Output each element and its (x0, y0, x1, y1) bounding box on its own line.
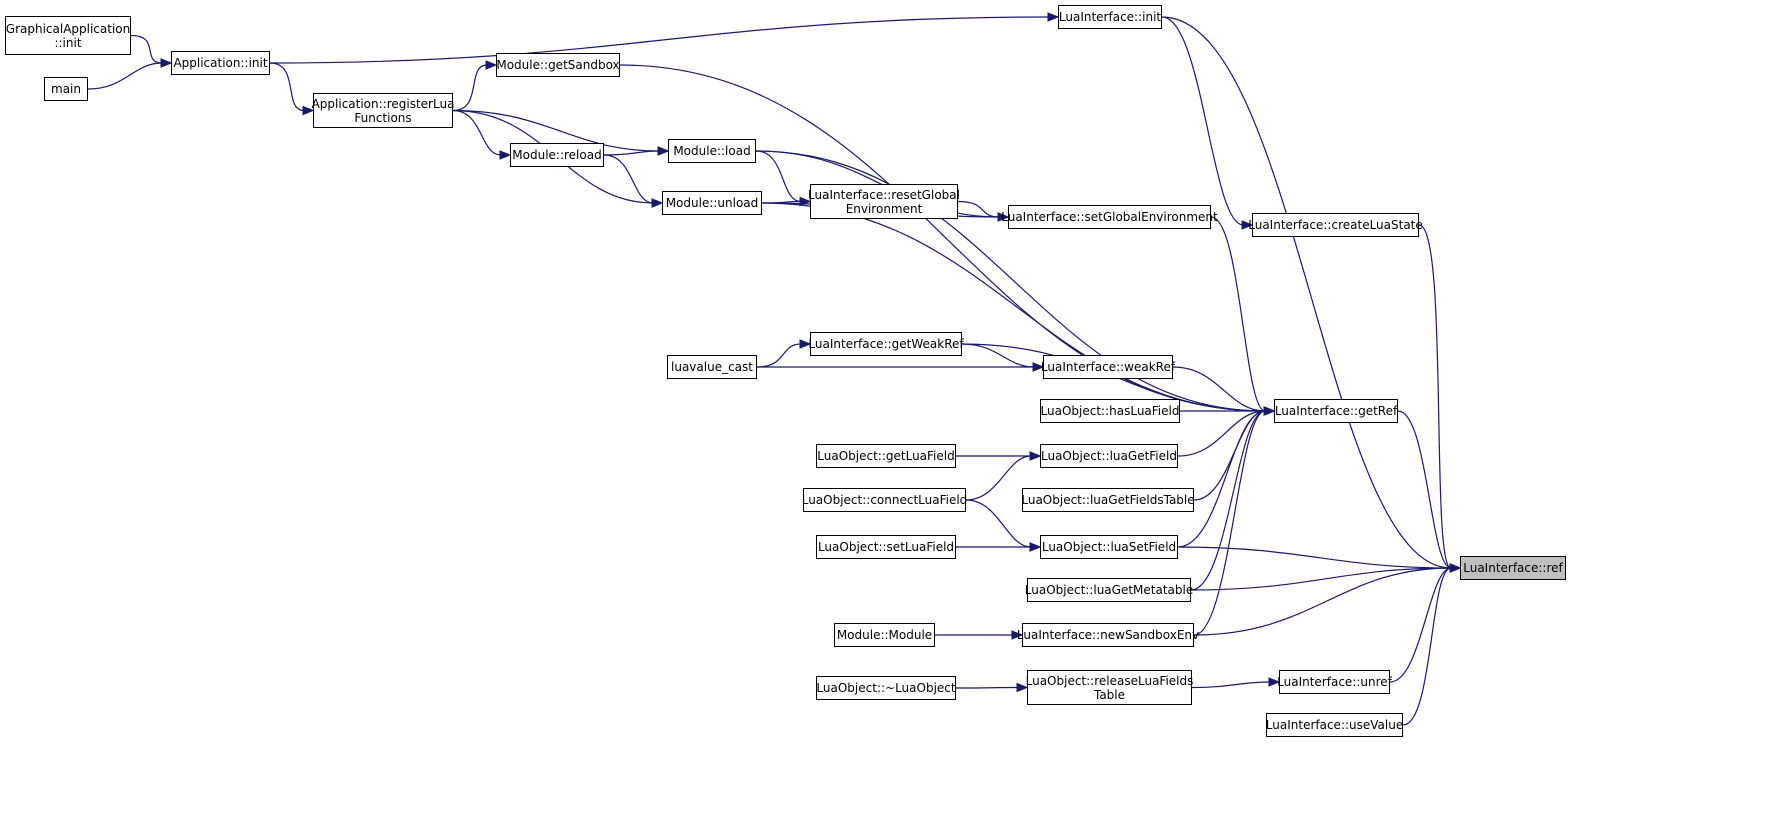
edge-li-usevalue-to-li-ref (1402, 567, 1452, 726)
node-lo-luagetmetatable[interactable]: LuaObject::luaGetMetatable (1025, 578, 1193, 602)
edge-module-unload-to-li-getref (761, 202, 1266, 412)
edge-li-createluastate-to-li-ref (1418, 224, 1452, 569)
edge-lo-connectluafield-to-lo-luasetfield (965, 499, 1032, 548)
arrowhead-app-register-to-module-reload (499, 150, 512, 160)
arrowhead-li-getweakref-to-li-weakref (1032, 362, 1045, 372)
node-li-getweakref[interactable]: LuaInterface::getWeakRef (808, 332, 964, 356)
edge-lo-luasetfield-to-li-ref (1177, 546, 1452, 569)
node-module-reload[interactable]: Module::reload (510, 143, 604, 167)
arrowhead-lo-setluafield-to-lo-luasetfield (1029, 542, 1042, 552)
arrowhead-lo-destructor-to-lo-releaseluafieldstable (1016, 682, 1029, 693)
edge-li-init-to-li-createluastate (1161, 16, 1244, 226)
node-li-resetglobal[interactable]: LuaInterface::resetGlobal Environment (808, 184, 960, 219)
arrowhead-lo-connectluafield-to-lo-luagetfield (1029, 451, 1042, 461)
node-luavalue-cast[interactable]: luavalue_cast (667, 355, 757, 379)
node-lo-destructor[interactable]: LuaObject::~LuaObject (816, 676, 956, 700)
arrowhead-li-usevalue-to-li-ref (1449, 563, 1462, 573)
node-graphical-init[interactable]: GraphicalApplication ::init (5, 16, 131, 55)
edge-graphical-init-to-app-init (130, 34, 163, 64)
edge-app-register-to-module-reload (452, 109, 502, 156)
edge-li-newsandboxenv-to-li-getref (1193, 410, 1266, 636)
node-module-load[interactable]: Module::load (668, 139, 756, 163)
edge-li-getweakref-to-li-weakref (961, 343, 1035, 368)
node-lo-connectluafield[interactable]: LuaObject::connectLuaField (802, 488, 967, 512)
node-lo-getluafield[interactable]: LuaObject::getLuaField (816, 444, 956, 468)
edge-app-register-to-module-getsandbox (452, 64, 488, 112)
arrowhead-app-init-to-app-register (302, 105, 315, 116)
edge-lo-destructor-to-lo-releaseluafieldstable (955, 686, 1019, 689)
edge-li-resetglobal-to-li-setglobal (957, 200, 1000, 218)
node-lo-luagetfield[interactable]: LuaObject::luaGetField (1040, 444, 1178, 468)
edge-app-register-to-module-load (452, 109, 660, 152)
node-app-init[interactable]: Application::init (171, 51, 270, 75)
arrowhead-li-init-to-li-createluastate (1241, 220, 1254, 230)
edge-lo-connectluafield-to-lo-luagetfield (965, 455, 1032, 501)
edge-app-init-to-app-register (269, 62, 305, 112)
node-li-newsandboxenv[interactable]: LuaInterface::newSandboxEnv (1017, 623, 1199, 647)
node-lo-releaseluafieldstable[interactable]: LuaObject::releaseLuaFields Table (1026, 670, 1193, 705)
node-li-unref[interactable]: LuaInterface::unref (1277, 670, 1392, 694)
node-lo-luagetfieldstable[interactable]: LuaObject::luaGetFieldsTable (1021, 488, 1195, 512)
edge-li-setglobal-to-li-getref (1210, 216, 1266, 412)
edge-li-getref-to-li-ref (1397, 410, 1452, 569)
edge-app-init-to-li-init (269, 16, 1050, 64)
edge-lo-luagetmetatable-to-li-ref (1190, 567, 1452, 591)
edge-li-init-to-li-ref (1161, 16, 1452, 569)
node-lo-setluafield[interactable]: LuaObject::setLuaField (816, 535, 956, 559)
arrowhead-module-reload-to-module-unload (651, 198, 664, 208)
node-app-register[interactable]: Application::registerLua Functions (312, 93, 454, 128)
node-module-getsandbox[interactable]: Module::getSandbox (496, 53, 620, 77)
node-li-setglobal[interactable]: LuaInterface::setGlobalEnvironment (1001, 205, 1218, 229)
node-li-weakref[interactable]: LuaInterface::weakRef (1041, 355, 1175, 379)
edge-module-load-to-li-resetglobal (755, 150, 802, 203)
edge-lo-luagetfield-to-li-getref (1177, 410, 1266, 457)
node-module-unload[interactable]: Module::unload (662, 191, 762, 215)
edge-li-unref-to-li-ref (1389, 567, 1452, 683)
arrowhead-app-register-to-module-getsandbox (485, 60, 498, 70)
edge-module-load-to-li-getref (755, 150, 1266, 412)
node-li-getref[interactable]: LuaInterface::getRef (1274, 399, 1398, 423)
arrowhead-main-to-app-init (160, 58, 173, 68)
edge-lo-luasetfield-to-li-getref (1177, 410, 1266, 548)
arrowhead-app-init-to-li-init (1047, 12, 1060, 22)
arrowhead-li-newsandboxenv-to-li-getref (1263, 406, 1276, 416)
node-main[interactable]: main (44, 77, 88, 101)
arrowhead-module-module-to-li-newsandboxenv (1011, 630, 1024, 640)
arrowhead-lo-releaseluafieldstable-to-li-unref (1268, 677, 1281, 687)
node-li-usevalue[interactable]: LuaInterface::useValue (1266, 713, 1403, 737)
edge-main-to-app-init (87, 62, 163, 90)
edge-module-reload-to-module-load (603, 150, 660, 156)
node-lo-hasluafield[interactable]: LuaObject::hasLuaField (1040, 399, 1180, 423)
edge-module-reload-to-module-unload (603, 154, 654, 204)
edge-li-newsandboxenv-to-li-ref (1193, 567, 1452, 636)
edge-luavalue-cast-to-li-getweakref (756, 343, 802, 368)
edge-lo-releaseluafieldstable-to-li-unref (1191, 681, 1271, 689)
arrowhead-module-reload-to-module-load (657, 146, 670, 156)
node-li-createluastate[interactable]: LuaInterface::createLuaState (1248, 213, 1423, 237)
node-lo-luasetfield[interactable]: LuaObject::luaSetField (1040, 535, 1178, 559)
node-module-module[interactable]: Module::Module (834, 623, 935, 647)
node-li-init[interactable]: LuaInterface::init (1058, 5, 1162, 29)
arrowhead-luavalue-cast-to-li-getweakref (799, 339, 812, 349)
edge-li-weakref-to-li-getref (1172, 366, 1266, 412)
arrowhead-li-resetglobal-to-li-setglobal (997, 212, 1010, 222)
edge-lo-luagetmetatable-to-li-getref (1190, 410, 1266, 591)
node-li-ref[interactable]: LuaInterface::ref (1460, 556, 1566, 580)
